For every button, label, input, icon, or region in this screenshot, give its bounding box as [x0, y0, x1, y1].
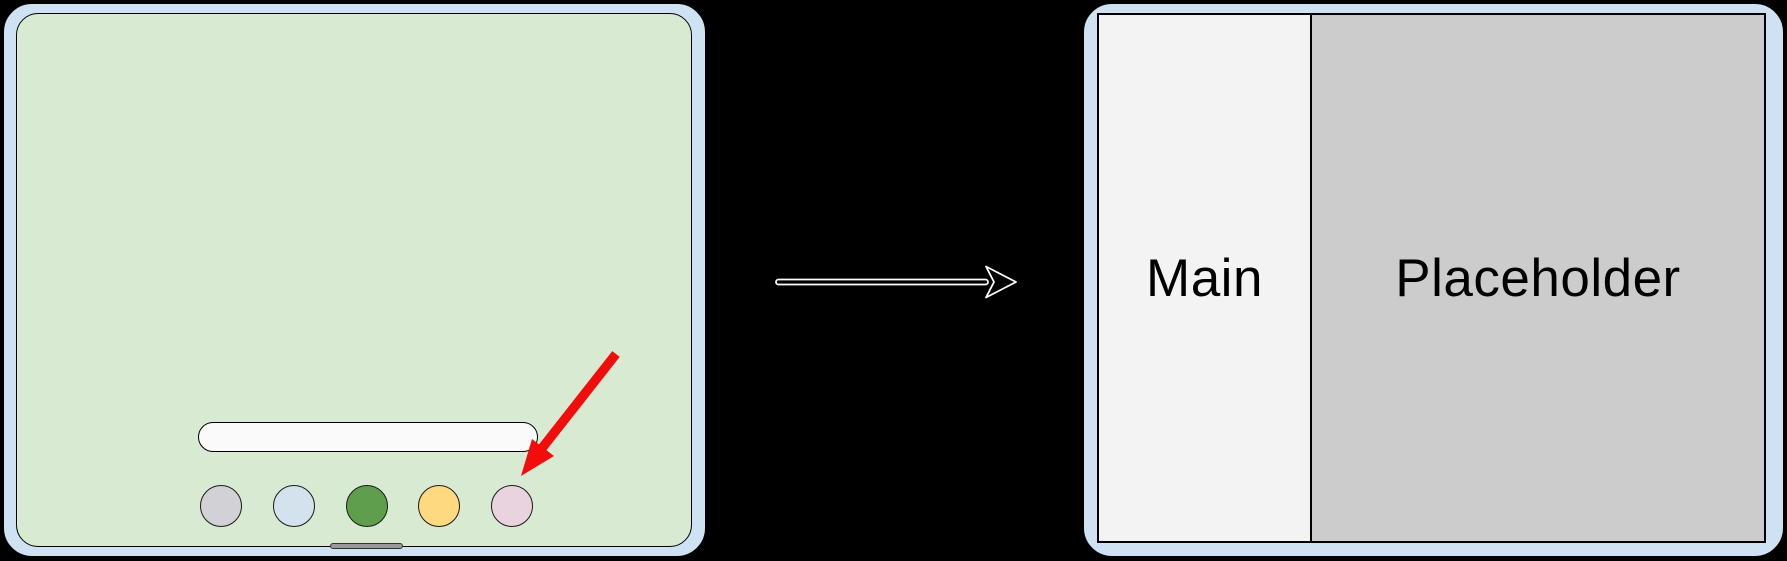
transition-arrow-icon [775, 265, 1017, 299]
app-icon-blue[interactable] [272, 485, 315, 527]
tablet-homescreen-frame [2, 2, 707, 558]
dock [200, 485, 533, 527]
app-icon-green[interactable] [345, 485, 388, 527]
tablet-splitscreen-frame: Main Placeholder [1082, 2, 1785, 558]
search-bar[interactable] [198, 422, 538, 452]
app-icon-yellow[interactable] [418, 485, 461, 527]
placeholder-panel-label: Placeholder [1395, 248, 1681, 308]
homescreen [16, 13, 692, 549]
main-panel-label: Main [1146, 248, 1263, 308]
app-icon-gray[interactable] [200, 485, 242, 527]
splitscreen: Main Placeholder [1097, 13, 1766, 543]
placeholder-panel: Placeholder [1312, 15, 1764, 541]
home-indicator[interactable] [330, 543, 403, 549]
app-icon-pink[interactable] [491, 485, 533, 527]
main-panel: Main [1099, 15, 1312, 541]
